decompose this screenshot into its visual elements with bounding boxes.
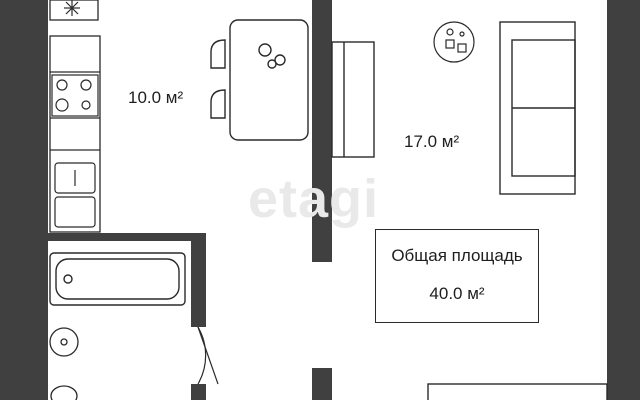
left-wall [0, 0, 48, 400]
sofa [499, 21, 576, 195]
bathroom-door [197, 326, 219, 385]
kitchen-area-label: 10.0 м² [128, 88, 184, 107]
stove-icon [51, 74, 99, 117]
right-wall [607, 0, 640, 400]
kitchen-sink-icon [54, 162, 96, 228]
snowflake-icon [64, 0, 80, 16]
center-wall [312, 0, 332, 262]
bathroom-wall-right-lower [191, 384, 206, 400]
bathroom-wall-right [191, 233, 206, 327]
tv-stand [331, 41, 375, 158]
dining-table [210, 19, 309, 141]
fridge [49, 0, 99, 21]
total-area-box: Общая площадь 40.0 м² [375, 229, 539, 323]
bathroom-wall-top [48, 233, 206, 241]
toilet [50, 385, 78, 400]
kitchen-counter [49, 35, 101, 233]
total-area-title: Общая площадь [391, 246, 523, 265]
bathtub [49, 252, 186, 306]
total-area-value: 40.0 м² [429, 284, 485, 303]
wardrobe [427, 383, 608, 400]
watermark: etagi [248, 169, 380, 229]
decor-icon [433, 21, 475, 63]
washbasin [49, 327, 79, 357]
center-wall-lower [312, 368, 332, 400]
living-area-label: 17.0 м² [404, 132, 460, 151]
